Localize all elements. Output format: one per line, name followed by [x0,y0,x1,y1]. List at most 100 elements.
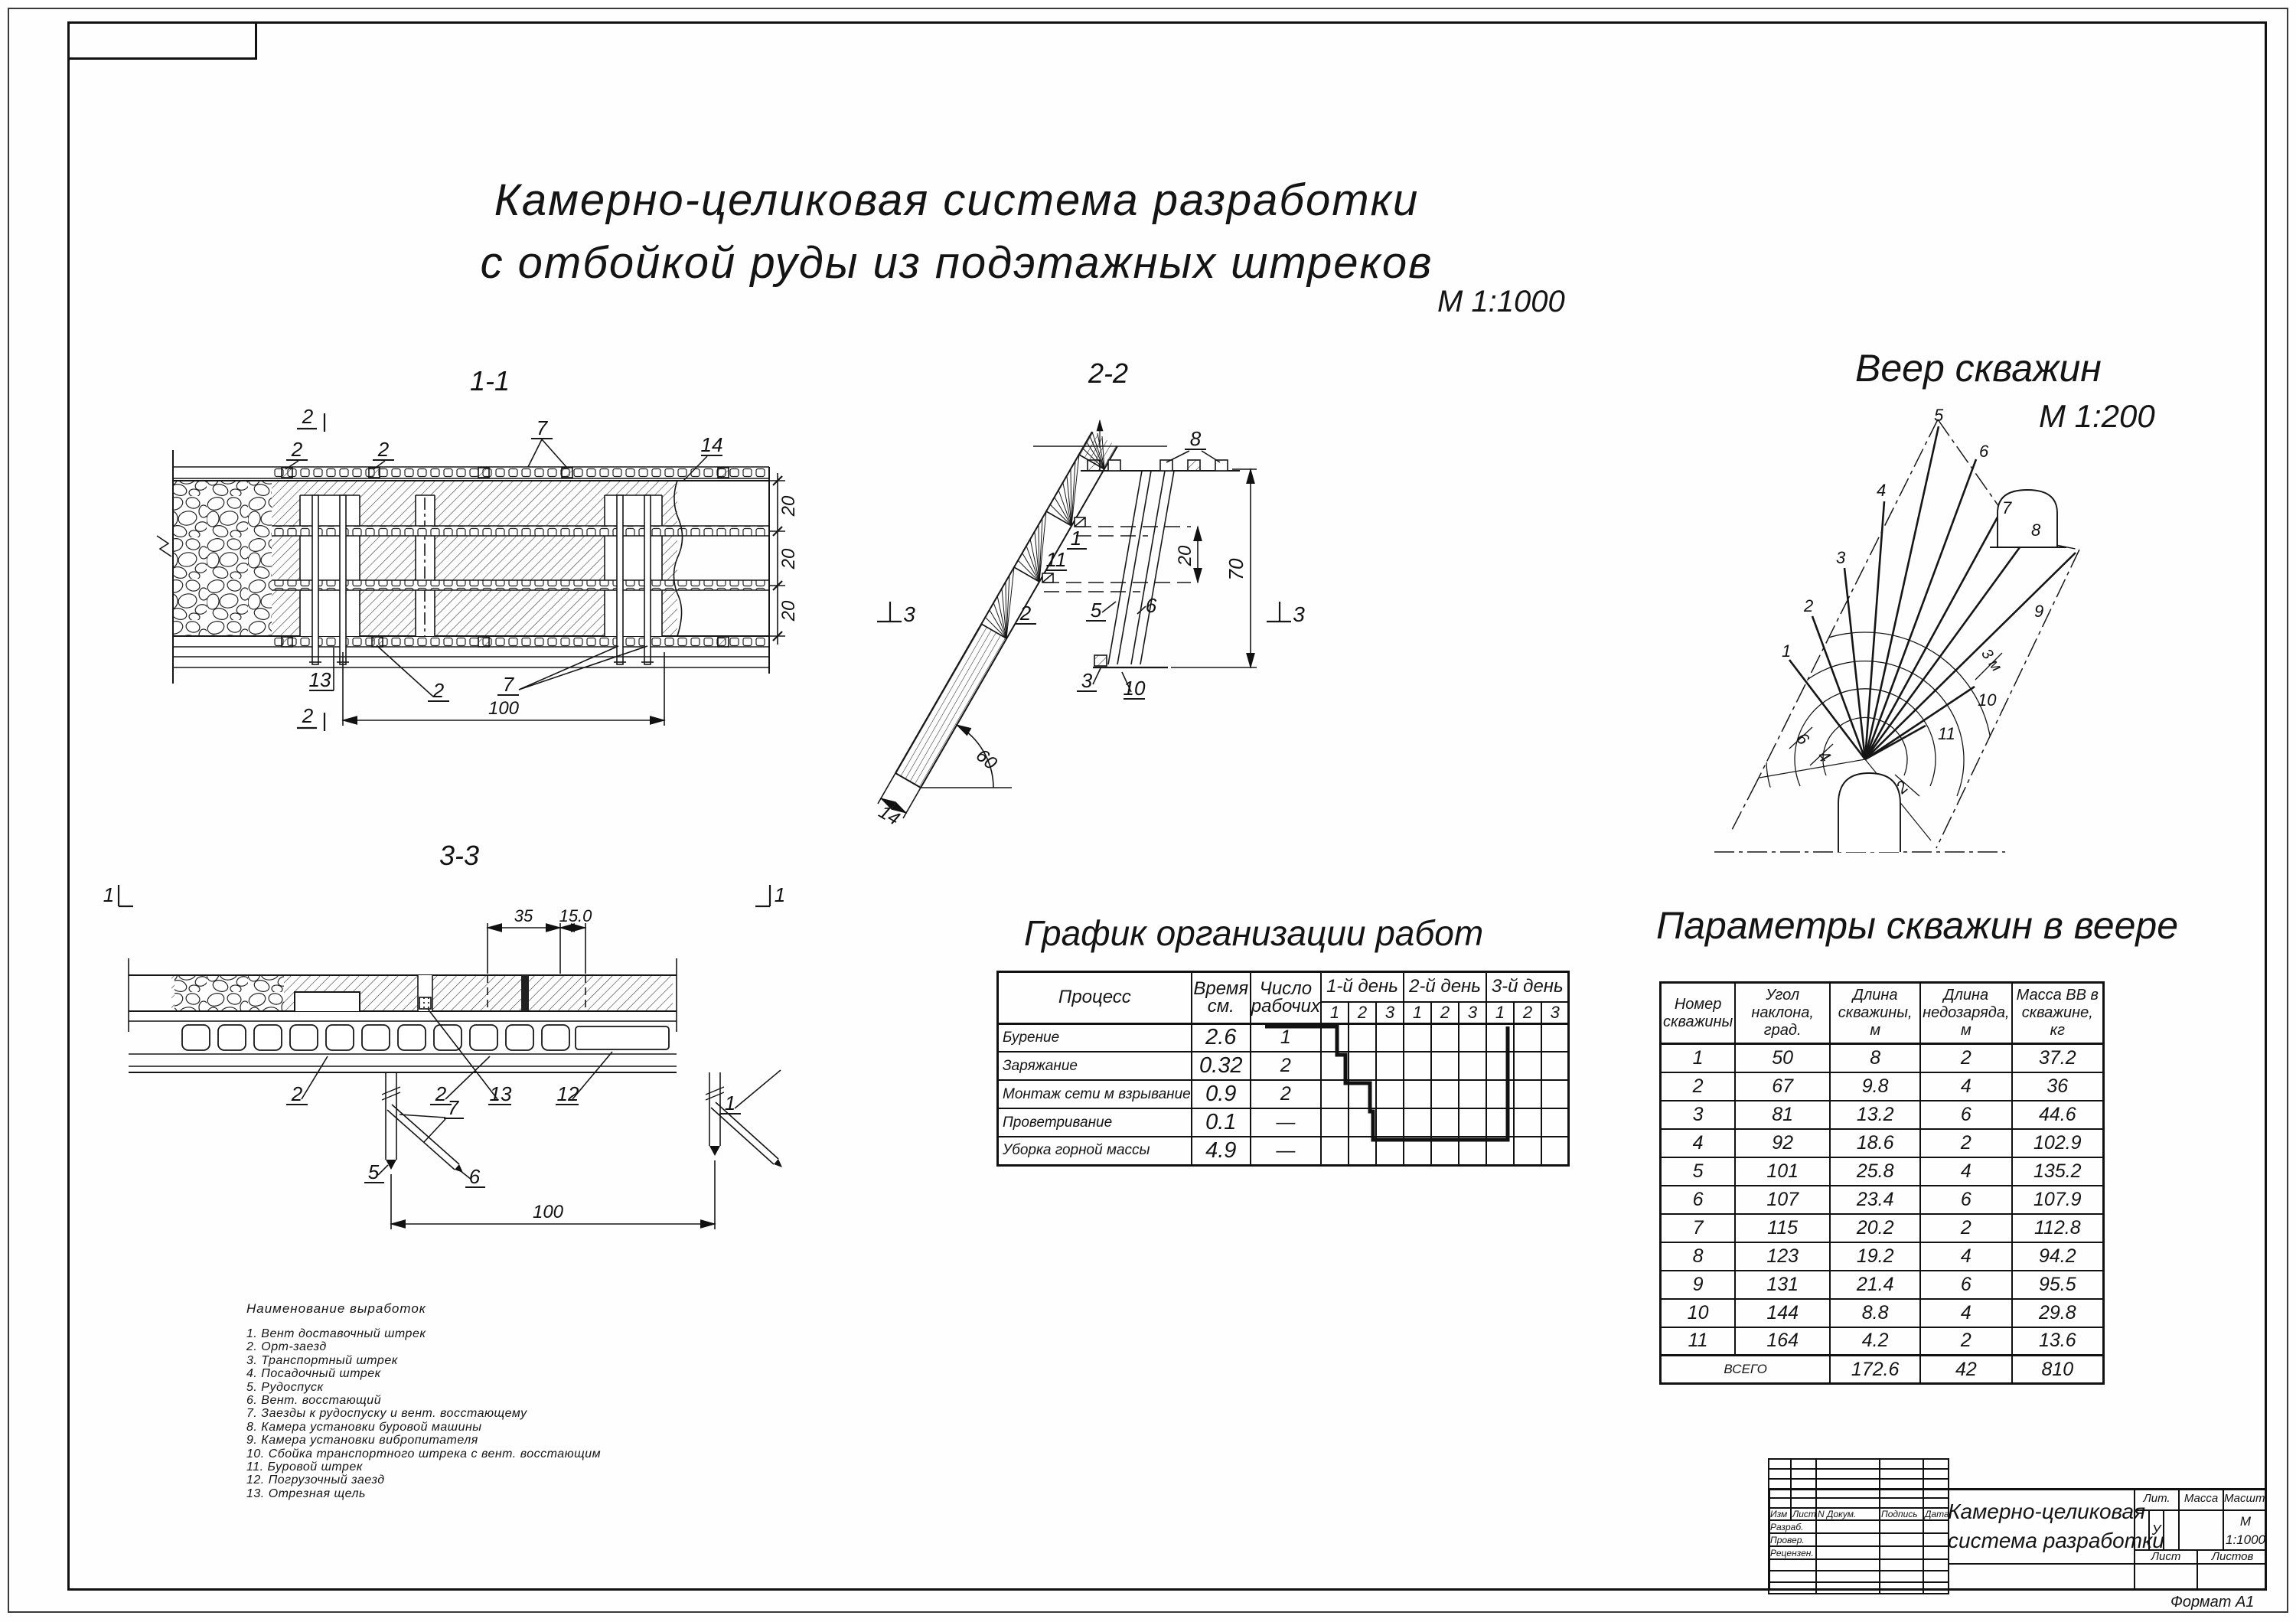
task-workers: 1 [1249,1023,1322,1053]
task-name: Монтаж сети м взрывание [996,1079,1192,1109]
gantt-cell [1430,1079,1459,1109]
col-date: Дата [1923,1507,1949,1521]
shift: 3 [1375,1000,1404,1025]
cell: 95.5 [2011,1269,2105,1300]
col-workers-2: рабочих [1251,996,1320,1017]
cell: 4 [1919,1297,2013,1328]
task-name: Заряжание [996,1051,1192,1081]
gantt-cell [1347,1023,1377,1053]
total-under: 42 [1919,1354,2013,1385]
day-1: 1-й день [1319,971,1404,1003]
cell: 4.2 [1829,1326,1922,1356]
main-scale: М 1:1000 [1437,285,1565,318]
gantt-cell [1347,1108,1377,1137]
sheet-value-cell [2135,1565,2198,1591]
total-mass: 810 [2011,1354,2105,1385]
col-time-2: см. [1207,996,1234,1017]
task-time: 0.32 [1190,1051,1251,1081]
shift: 2 [1430,1000,1459,1025]
gantt-cell [1319,1023,1349,1053]
gantt-cell [1512,1023,1542,1053]
gantt-cell [1540,1051,1570,1081]
gantt-cell [1375,1108,1404,1137]
list-item: 10. Сбойка транспортного штрека с вент. … [246,1447,602,1460]
list-item: 7. Заезды к рудоспуску и вент. восстающе… [246,1407,527,1421]
table-row [1768,1478,1949,1490]
task-name: Проветривание [996,1108,1192,1137]
lit-cell-3 [2164,1511,2180,1551]
role-prover: Провер. [1768,1532,1817,1547]
cell: 2 [1919,1326,2013,1356]
cell: 144 [1734,1297,1831,1328]
doc-title-line2: система разработки [1948,1529,2164,1552]
shift: 1 [1485,1000,1515,1025]
day-3: 3-й день [1485,971,1570,1003]
gantt-cell [1375,1079,1404,1109]
fan-scale: М 1:200 [2039,398,2155,434]
doc-title-cell: Камерно-целиковая система разработки [1948,1488,2164,1565]
cell: 29.8 [2011,1297,2105,1328]
sheets-label: Листов [2198,1551,2267,1565]
task-workers: 2 [1249,1079,1322,1109]
gantt-cell [1375,1136,1404,1166]
col-process: Процесс [996,971,1192,1025]
list-item: 5. Рудоспуск [246,1380,324,1394]
cell: 4 [1659,1128,1737,1158]
total-length: 172.6 [1829,1354,1922,1385]
role-recenz: Рецензен. [1768,1545,1817,1560]
sheet-inner-frame [67,21,2267,1591]
cell: 123 [1734,1241,1831,1271]
lit-cell-1 [2135,1511,2150,1551]
list-item: 3. Транспортный штрек [246,1353,398,1367]
task-name: Бурение [996,1023,1192,1053]
gantt-cell [1485,1079,1515,1109]
gantt-cell [1319,1108,1349,1137]
day-2: 2-й день [1402,971,1487,1003]
params-h0: Номер скважины [1659,981,1737,1045]
gantt-cell [1430,1108,1459,1137]
gantt-cell [1512,1136,1542,1166]
col-sign: Подпись [1879,1507,1924,1521]
list-item: 12. Погрузочный заезд [246,1474,385,1487]
cell: 50 [1734,1043,1831,1073]
gantt-cell [1457,1108,1487,1137]
cell: 107.9 [2011,1184,2105,1215]
shift: 2 [1512,1000,1542,1025]
task-name: Уборка горной массы [996,1136,1192,1166]
cell: 115 [1734,1212,1831,1243]
cell: 21.4 [1829,1269,1922,1300]
gantt-cell [1319,1136,1349,1166]
table-row [1768,1488,1949,1499]
schedule-title: График организации работ [1024,913,1484,953]
sheet-outer-border [8,8,2288,1613]
params-h2: Длина скважины, м [1829,981,1922,1045]
main-title-line1: Камерно-целиковая система разработки [494,175,1420,225]
list-item: 8. Камера установки буровой машины [246,1420,482,1434]
cell: 44.6 [2011,1099,2105,1130]
gantt-cell [1402,1023,1432,1053]
cell: 9.8 [1829,1071,1922,1101]
list-item: 6. Вент. восстающий [246,1394,382,1408]
gantt-cell [1375,1051,1404,1081]
gantt-cell [1402,1108,1432,1137]
scale-cell: М 1:1000 М 1:200 [2224,1511,2267,1551]
gantt-cell [1457,1023,1487,1053]
params-title: Параметры скважин в веере [1656,904,2179,947]
title-block-empty-cell [1948,1565,2135,1591]
params-h1: Угол наклона, град. [1734,981,1831,1045]
cell: 2 [1919,1128,2013,1158]
cell: 6 [1919,1099,2013,1130]
cell: 8.8 [1829,1297,1922,1328]
cell: 4 [1919,1071,2013,1101]
table-row: Провер. [1768,1532,1949,1547]
shift: 3 [1457,1000,1487,1025]
